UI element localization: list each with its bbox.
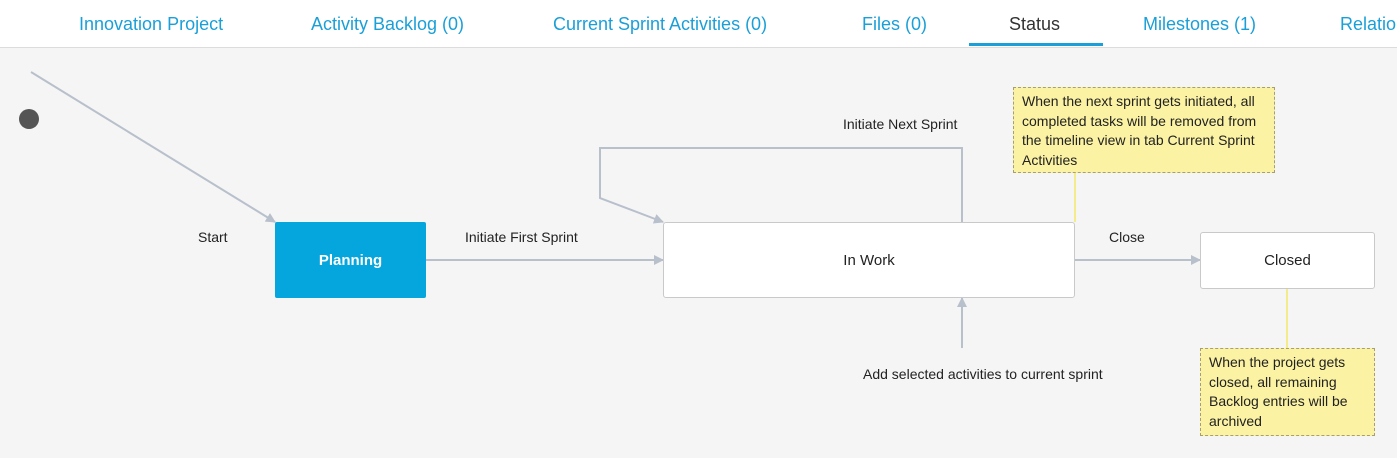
state-in-work[interactable]: In Work	[663, 222, 1075, 298]
start-connector	[30, 71, 276, 223]
tab-current-sprint-activities[interactable]: Current Sprint Activities (0)	[553, 14, 768, 34]
closed-note: When the project gets closed, all remain…	[1200, 348, 1375, 436]
start-transition-label[interactable]: Start	[198, 229, 228, 245]
initial-state-dot	[19, 109, 39, 129]
tab-activity-backlog[interactable]: Activity Backlog (0)	[311, 14, 465, 34]
tab-bar: Innovation Project Activity Backlog (0) …	[0, 0, 1397, 48]
tab-relations[interactable]: Relatio	[1340, 14, 1397, 34]
initiate-next-sprint-label[interactable]: Initiate Next Sprint	[843, 116, 958, 132]
status-diagram-canvas: Start Planning Initiate First Sprint In …	[0, 48, 1397, 458]
add-selected-activities-label[interactable]: Add selected activities to current sprin…	[863, 366, 1103, 382]
state-planning[interactable]: Planning	[275, 222, 426, 298]
tab-innovation-project[interactable]: Innovation Project	[79, 14, 224, 34]
active-tab-indicator	[969, 43, 1103, 46]
close-transition-label[interactable]: Close	[1109, 229, 1145, 245]
next-sprint-loop-connector	[599, 147, 963, 224]
transition-connectors	[30, 71, 1288, 348]
state-closed[interactable]: Closed	[1200, 232, 1375, 289]
tab-milestones[interactable]: Milestones (1)	[1143, 14, 1257, 34]
tab-status[interactable]: Status	[1009, 14, 1061, 34]
initiate-first-sprint-label[interactable]: Initiate First Sprint	[465, 229, 578, 245]
tab-files[interactable]: Files (0)	[862, 14, 928, 34]
next-sprint-note: When the next sprint gets initiated, all…	[1013, 87, 1275, 173]
